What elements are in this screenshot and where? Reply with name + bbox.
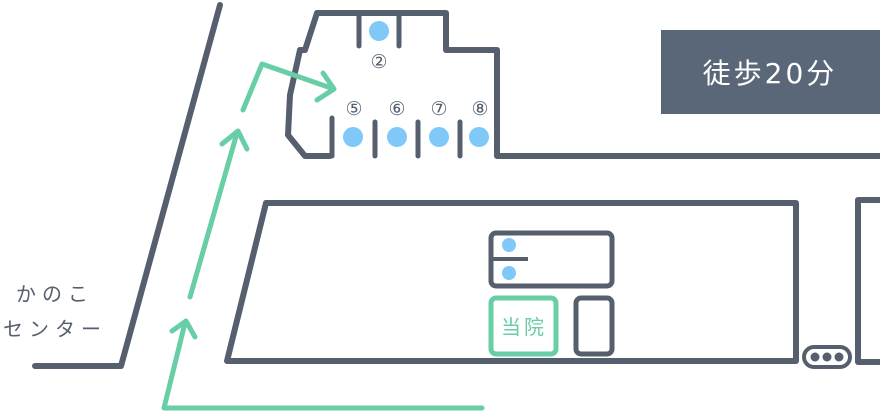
parking-dot-5 (343, 127, 363, 147)
traffic-light-icon (802, 345, 852, 369)
parking-dot-8 (469, 127, 489, 147)
building-parking (488, 230, 615, 289)
walking-route (161, 61, 485, 411)
parking-dot-6 (387, 127, 407, 147)
route-bottom-segment (161, 320, 485, 411)
route-middle-segment (187, 130, 240, 300)
walk-time-badge (661, 30, 880, 114)
parking-number-5: ⑤ (345, 98, 362, 120)
building-dot-upper (502, 238, 516, 252)
clinic-label: 当院 (501, 315, 547, 339)
landmark-name-line1: かのこ (16, 282, 94, 306)
parking-dot-2 (369, 21, 389, 41)
landmark-name-line2: センター (3, 317, 107, 341)
right-block (855, 197, 880, 365)
parking-space-dividers (329, 12, 463, 159)
parking-number-7: ⑦ (430, 98, 447, 120)
parking-dot-7 (429, 127, 449, 147)
parking-number-8: ⑧ (471, 98, 488, 120)
route-arrow-head-2 (219, 128, 250, 152)
route-arrow-head-3 (314, 70, 337, 103)
route-top-segment (240, 61, 334, 113)
building-dot-lower (502, 266, 516, 280)
adjacent-building (573, 295, 615, 357)
route-arrow-head-1 (169, 318, 198, 340)
parking-number-6: ⑥ (388, 98, 405, 120)
parking-number-2: ② (370, 51, 387, 73)
diagonal-road (32, 2, 223, 369)
parking-lot-outline (285, 10, 880, 159)
clinic-building (488, 295, 559, 357)
walk-time-label: 徒歩20分 (703, 57, 838, 90)
city-block (224, 200, 799, 364)
